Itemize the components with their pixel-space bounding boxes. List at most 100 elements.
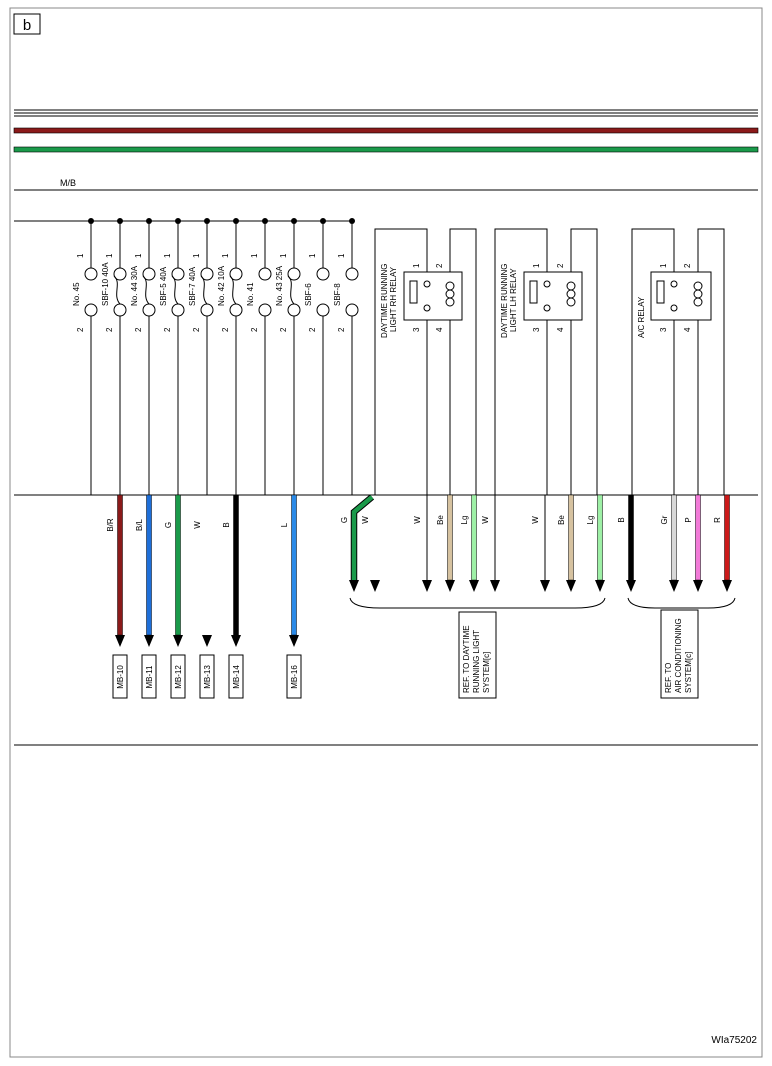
relay-contact xyxy=(423,280,431,288)
relay-wire-4: Be xyxy=(436,494,455,592)
fuse-label: No. 41 xyxy=(246,282,255,306)
wire-arrow xyxy=(490,580,500,592)
wire-arrow xyxy=(173,635,183,647)
wire-color-label: W xyxy=(413,516,422,524)
wire-color-label: W xyxy=(531,516,540,524)
wire-color-label: Be xyxy=(557,515,566,525)
destination-box xyxy=(170,654,186,699)
fuse-pin-upper: 1 xyxy=(279,253,288,258)
fuse-pin-lower: 2 xyxy=(76,327,85,332)
page-frame xyxy=(9,7,763,1058)
fuse-upper-terminal xyxy=(287,267,301,281)
fuse-upper-terminal xyxy=(258,267,272,281)
wire-line xyxy=(671,494,677,581)
wire-arrow xyxy=(289,635,299,647)
fuse-wire-mb-13: WMB-13 xyxy=(193,521,215,699)
relay-pin4: 4 xyxy=(556,327,565,332)
fuse-pin-upper: 1 xyxy=(192,253,201,258)
fuse-upper-terminal xyxy=(113,267,127,281)
wire-arrow xyxy=(349,580,359,592)
wire-arrow xyxy=(202,635,212,647)
wire-color-label: G xyxy=(340,517,349,523)
relay-coil-loop xyxy=(570,228,598,495)
fuse-upper-terminal xyxy=(316,267,330,281)
wire-arrow xyxy=(469,580,479,592)
fuse-label: No. 43 25A xyxy=(275,265,284,306)
relay-pin3: 3 xyxy=(412,327,421,332)
fuse-wire-mb-14: BMB-14 xyxy=(222,494,244,699)
wire-arrow xyxy=(669,580,679,592)
fuse-upper-terminal xyxy=(142,267,156,281)
relay-coil-loop xyxy=(449,228,477,495)
fuse-upper-terminal xyxy=(200,267,214,281)
destination-box xyxy=(112,654,128,699)
wire-arrow xyxy=(626,580,636,592)
fuse-lower-terminal xyxy=(113,303,127,317)
destination-label: MB-16 xyxy=(290,665,299,689)
fuse-1: 1 2 No. 45 xyxy=(72,218,98,495)
fuse-lower-terminal xyxy=(200,303,214,317)
wire-color-label: W xyxy=(361,516,370,524)
wire-line xyxy=(724,494,730,581)
reference-brace-daytime xyxy=(349,597,606,609)
destination-box xyxy=(228,654,244,699)
reference-line: SYSTEM[c] xyxy=(684,652,693,693)
fuse-pin-upper: 1 xyxy=(76,253,85,258)
wire-color-label: Lg xyxy=(586,516,595,525)
wire-color-label: P xyxy=(684,517,693,522)
destination-label: MB-11 xyxy=(145,665,154,689)
fuse-label: SBF-6 xyxy=(304,283,313,306)
relay-pin4: 4 xyxy=(435,327,444,332)
relay-wire-12: P xyxy=(684,494,703,592)
relay-wire-7: W xyxy=(531,495,550,592)
relay-coil xyxy=(445,281,455,307)
fuse-label: No. 45 xyxy=(72,282,81,306)
wire-color-label: Be xyxy=(436,515,445,525)
wire-arrow xyxy=(540,580,550,592)
wire-color-label: G xyxy=(164,522,173,528)
fuse-pin-lower: 2 xyxy=(105,327,114,332)
relay-wire-2: W xyxy=(361,516,380,592)
fuse-element xyxy=(229,275,237,305)
relay-wire-13: R xyxy=(713,494,732,592)
destination-label: MB-13 xyxy=(203,665,212,689)
relay-contact xyxy=(423,304,431,312)
relay-wire-8: Be xyxy=(557,494,576,592)
fuse-label: No. 42 10A xyxy=(217,265,226,306)
destination-label: MB-10 xyxy=(116,665,125,689)
fuse-pin-upper: 1 xyxy=(221,253,230,258)
wire-line xyxy=(597,494,603,581)
wire-color-label: B xyxy=(617,517,626,522)
wire-line xyxy=(291,494,297,636)
fuse-label: SBF-5 40A xyxy=(159,266,168,306)
wire-line xyxy=(628,494,634,581)
fuse-pin-lower: 2 xyxy=(308,327,317,332)
fuse-wire-mb-11: B/LMB-11 xyxy=(135,494,157,699)
fuse-label: SBF-7 40A xyxy=(188,266,197,306)
wire-arrow xyxy=(370,580,380,592)
wire-line xyxy=(175,494,181,636)
wire-line xyxy=(117,494,123,636)
page-label: b xyxy=(13,13,41,35)
reference-line: SYSTEM[c] xyxy=(482,652,491,693)
relay-pin3: 3 xyxy=(532,327,541,332)
relay-switch xyxy=(656,280,665,304)
wire-color-label: Lg xyxy=(460,516,469,525)
relay-label-line2: LIGHT RH RELAY xyxy=(389,266,398,332)
relay-contact xyxy=(670,304,678,312)
wire-arrow xyxy=(231,635,241,647)
wire-line xyxy=(695,494,701,581)
destination-box xyxy=(286,654,302,699)
fuse-label: SBF-8 xyxy=(333,283,342,306)
